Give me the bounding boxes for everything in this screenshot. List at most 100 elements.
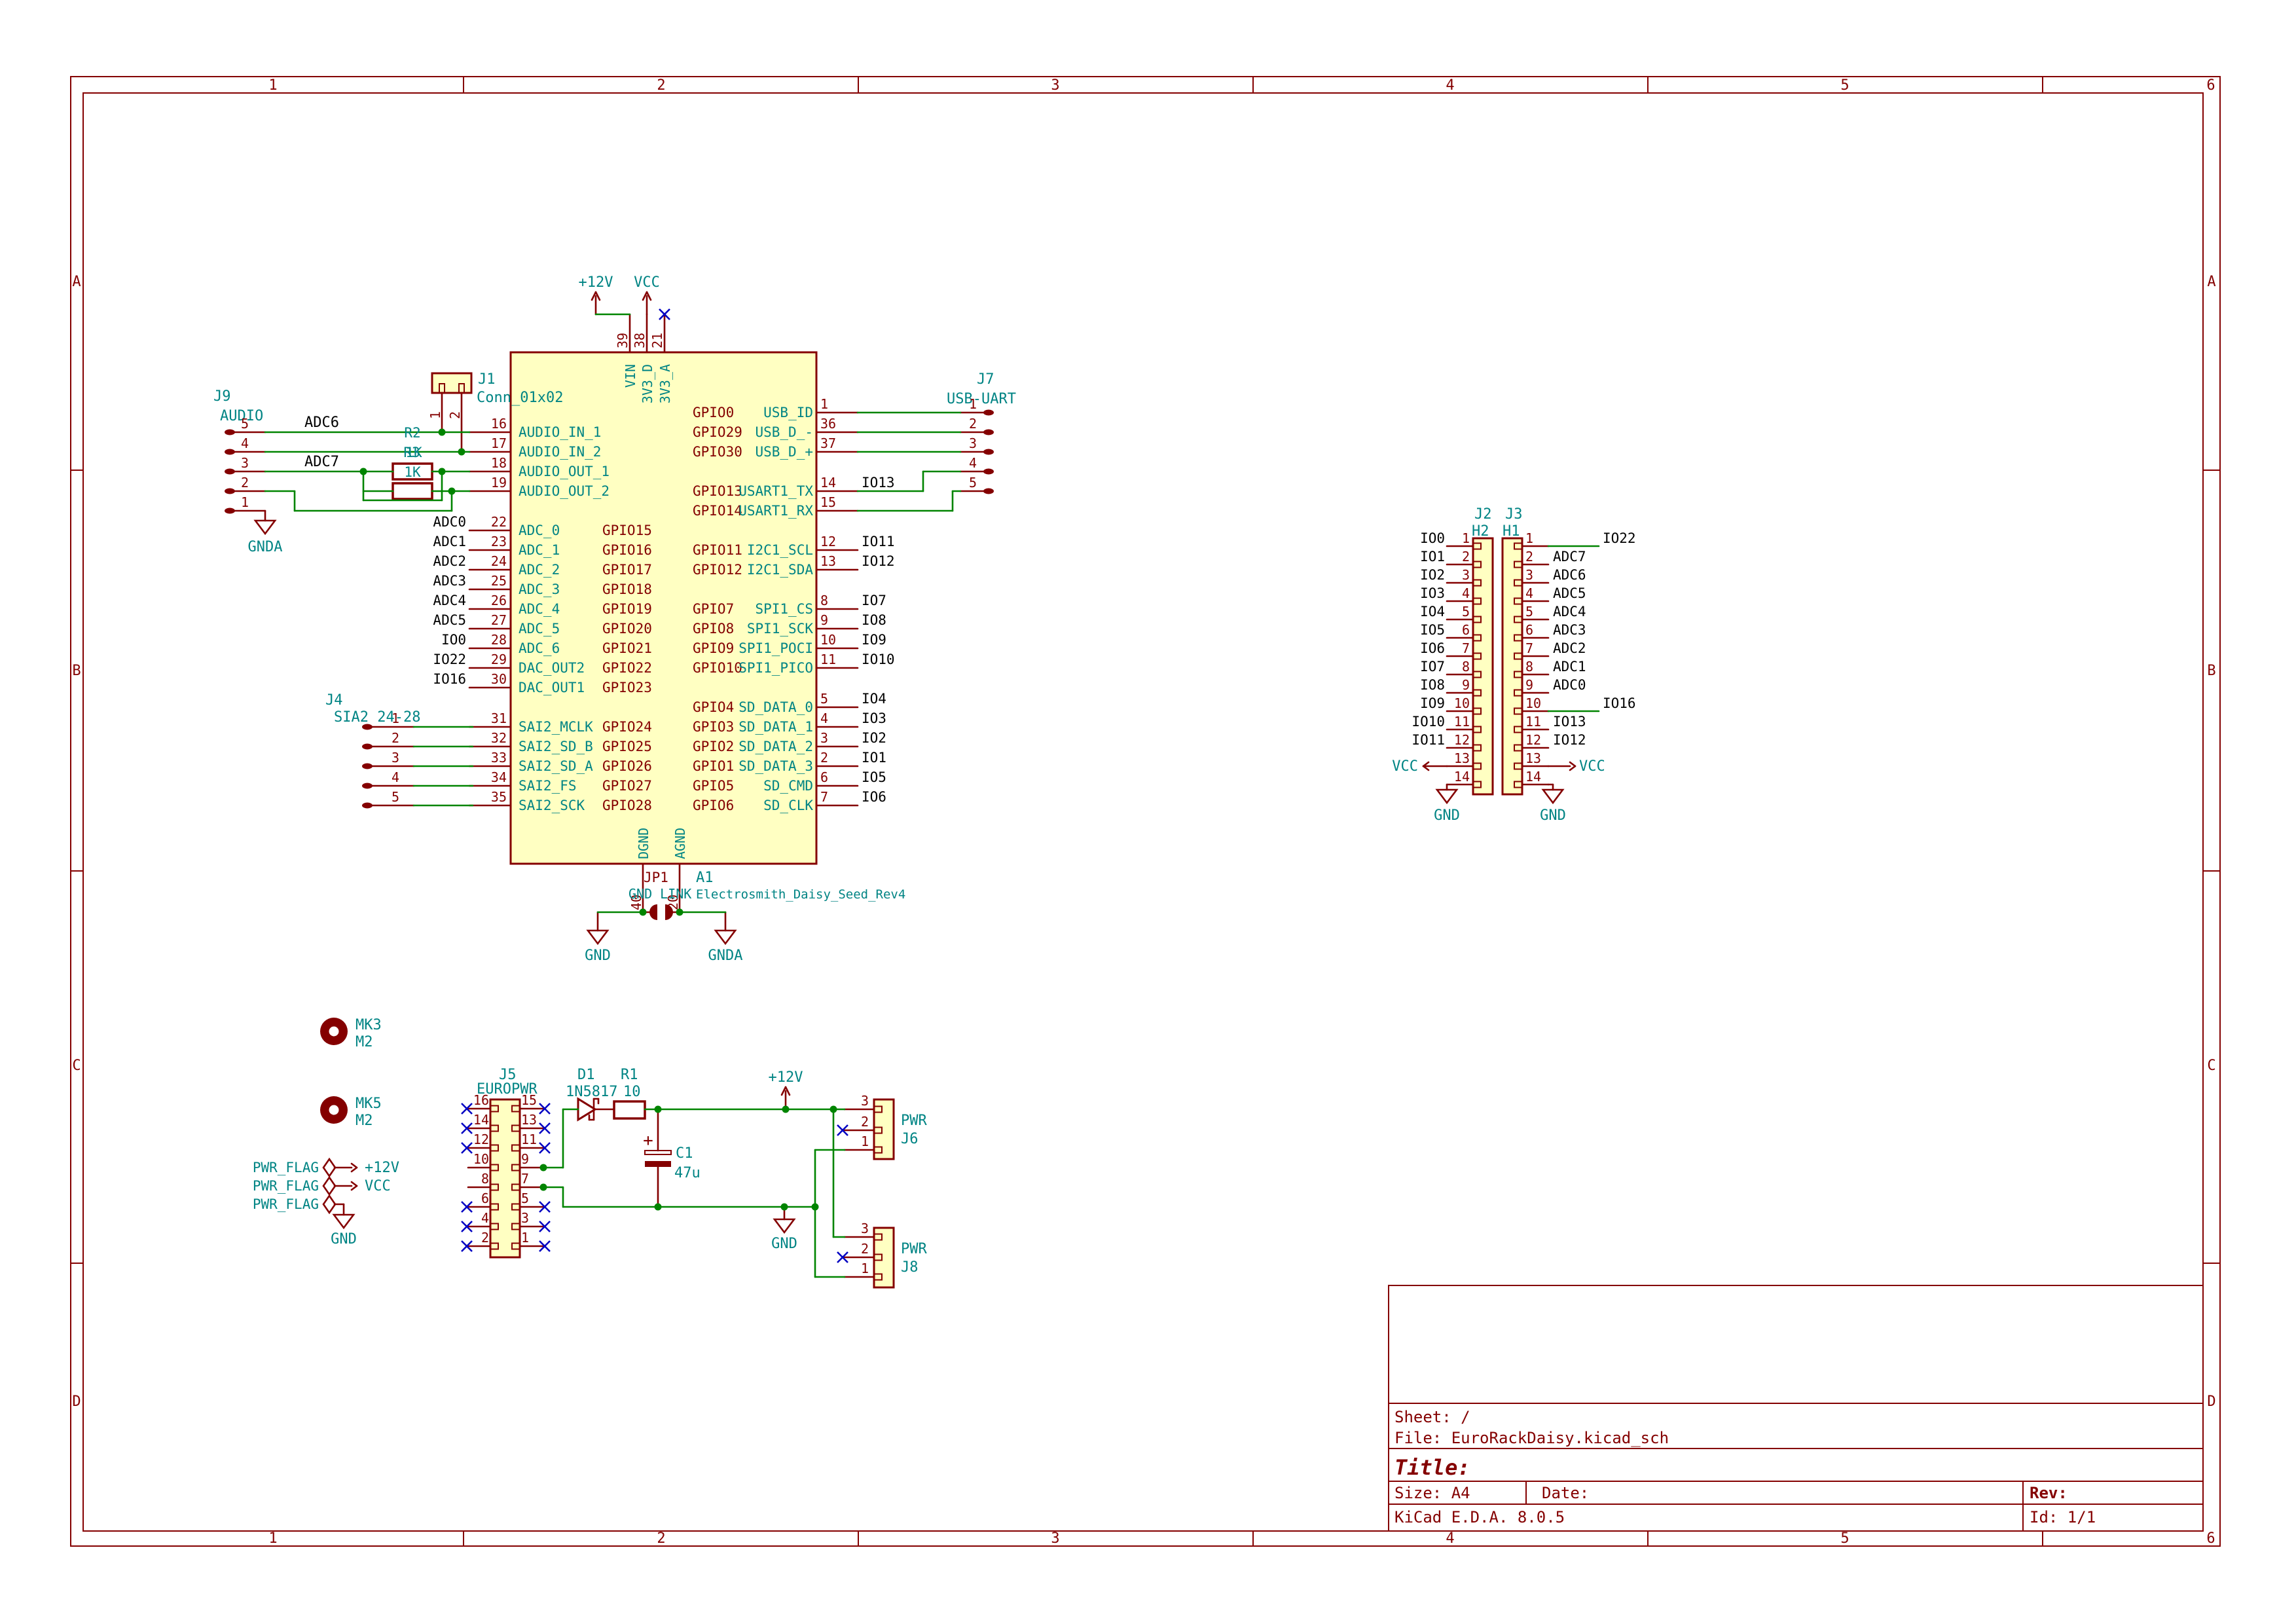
schematic-text: 3: [1051, 1530, 1059, 1547]
schematic-text: 12: [473, 1132, 489, 1147]
schematic-text: 6: [820, 769, 828, 785]
schematic-text: ADC0: [433, 514, 466, 530]
pwr-flag-icon: [322, 1175, 337, 1196]
component-body[interactable]: [873, 1227, 895, 1289]
schematic-text: ADC0: [1553, 677, 1586, 693]
junction-dot: [654, 1105, 662, 1113]
schematic-text: 1: [268, 77, 277, 94]
schematic-text: 10: [1525, 695, 1541, 711]
schematic-text: Id: 1/1: [2030, 1508, 2096, 1526]
schematic-text: IO9: [862, 632, 886, 648]
schematic-text: IO16: [433, 671, 466, 687]
schematic-text: A1: [696, 870, 714, 886]
schematic-text: GPIO19: [602, 601, 652, 617]
schematic-text: 9: [521, 1151, 529, 1167]
schematic-text: 14: [473, 1112, 489, 1128]
component-body[interactable]: [613, 1100, 646, 1120]
schematic-text: 10: [623, 1084, 641, 1100]
pin-end-cap: [983, 429, 994, 435]
schematic-text: J1: [478, 371, 496, 388]
pin-line: [1569, 761, 1576, 767]
schematic-text: D: [72, 1393, 81, 1410]
schematic-text: IO2: [1420, 567, 1445, 583]
pin-line: [1422, 765, 1430, 771]
schematic-text: 6: [1525, 622, 1533, 638]
schematic-text: +: [643, 1131, 653, 1151]
schematic-text: 29: [491, 652, 507, 667]
schematic-text: ADC_6: [519, 640, 560, 656]
schematic-text: GNDA: [708, 948, 743, 964]
schematic-text: KiCad E.D.A. 8.0.5: [1394, 1508, 1565, 1526]
no-connect-icon: [461, 1122, 473, 1134]
schematic-text: VCC: [1579, 758, 1605, 775]
schematic-text: Size: A4: [1394, 1484, 1470, 1502]
component-body[interactable]: [1472, 537, 1494, 796]
schematic-text: GPIO28: [602, 798, 652, 813]
no-connect-icon: [837, 1124, 848, 1136]
schematic-text: IO5: [862, 769, 886, 785]
schematic-text: AUDIO_OUT_1: [519, 464, 610, 479]
schematic-text: IO7: [1420, 659, 1445, 674]
schematic-text: SPI1_POCI: [738, 640, 813, 656]
schematic-text: 4: [969, 455, 977, 471]
schematic-text: 13: [1525, 750, 1541, 766]
schematic-text: GPIO6: [693, 798, 734, 813]
component-body[interactable]: [392, 482, 433, 500]
schematic-text: 12: [1454, 732, 1470, 748]
schematic-text: +12V: [579, 274, 613, 291]
pin-end-cap: [362, 783, 373, 789]
schematic-text: ADC5: [1553, 585, 1586, 601]
schematic-text: IO8: [862, 612, 886, 628]
schematic-text: 12: [820, 534, 836, 549]
schematic-text: Rev:: [2030, 1484, 2068, 1502]
no-connect-icon: [461, 1221, 473, 1232]
schematic-text: I2C1_SCL: [747, 542, 813, 558]
schematic-text: 21: [649, 333, 665, 348]
schematic-text: 15: [820, 494, 836, 510]
schematic-text: SPI1_CS: [755, 601, 813, 617]
schematic-text: ADC7: [1553, 549, 1586, 564]
schematic-text: PWR: [901, 1113, 927, 1129]
schematic-text: IO3: [1420, 585, 1445, 601]
schematic-text: 2: [1525, 549, 1533, 564]
schematic-text: GPIO4: [693, 699, 734, 715]
schematic-text: USART1_TX: [738, 483, 813, 499]
schematic-text: 27: [491, 612, 507, 628]
schematic-text: 14: [1454, 769, 1470, 784]
schematic-text: SAI2_FS: [519, 778, 577, 794]
pin-line: [784, 1086, 791, 1096]
schematic-text: IO13: [862, 475, 895, 490]
component-body[interactable]: [489, 1098, 521, 1259]
component-body[interactable]: [1501, 537, 1523, 796]
schematic-text: AUDIO: [220, 408, 263, 424]
schematic-text: 24: [491, 553, 507, 569]
junction-dot: [829, 1105, 837, 1113]
schematic-text: 7: [521, 1171, 529, 1187]
schematic-text: 38: [632, 333, 647, 348]
diode-icon[interactable]: [577, 1097, 597, 1122]
schematic-text: SD_DATA_1: [738, 719, 813, 735]
component-body[interactable]: [431, 372, 473, 394]
schematic-text: 1: [820, 396, 828, 412]
schematic-text: 3: [392, 750, 399, 766]
schematic-text: IO12: [862, 553, 895, 569]
schematic-text: MK5: [355, 1096, 382, 1112]
component-body[interactable]: [509, 351, 818, 865]
pin-line: [350, 1185, 358, 1191]
junction-dot: [811, 1203, 819, 1211]
pin-end-cap: [362, 724, 373, 730]
schematic-text: GPIO26: [602, 758, 652, 774]
schematic-text: J3: [1505, 506, 1523, 523]
schematic-text: SPI1_PICO: [738, 660, 813, 676]
schematic-text: R1: [621, 1067, 638, 1083]
schematic-text: GPIO12: [693, 562, 742, 578]
component-body[interactable]: [873, 1098, 895, 1160]
schematic-text: IO7: [862, 593, 886, 608]
schematic-text: D1: [577, 1067, 595, 1083]
schematic-text: Conn_01x02: [477, 390, 563, 406]
wires-layer: [264, 313, 1600, 1278]
schematic-text: GPIO18: [602, 581, 652, 597]
